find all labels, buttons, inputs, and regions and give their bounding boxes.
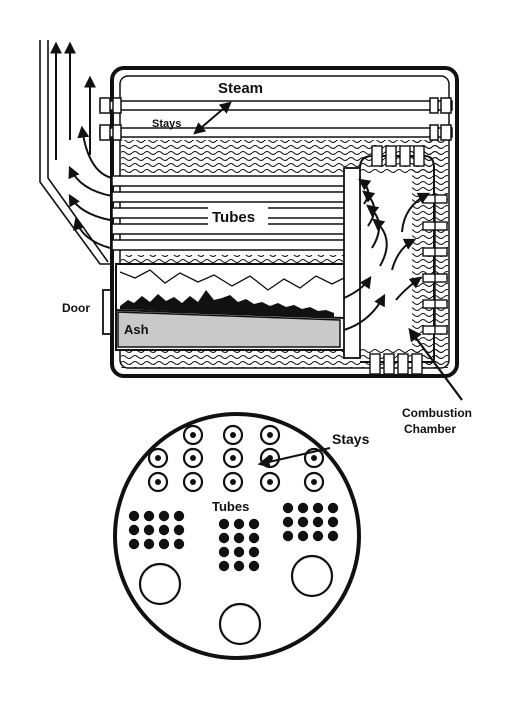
tube-dot-icon bbox=[173, 510, 185, 522]
stay-center-dot bbox=[267, 479, 273, 485]
tube-dot-icon bbox=[248, 560, 260, 572]
stay-center-dot bbox=[190, 479, 196, 485]
tube-dot-icon bbox=[218, 532, 230, 544]
gas-flow-arrows bbox=[50, 41, 431, 331]
stay-center-dot bbox=[230, 432, 236, 438]
tube-dot-icon bbox=[248, 546, 260, 558]
water-mid bbox=[121, 255, 351, 263]
stay-rods bbox=[99, 97, 453, 141]
label-ash: Ash bbox=[124, 322, 149, 337]
tube-dot-icon bbox=[312, 516, 324, 528]
label-stays-end: Stays bbox=[332, 431, 370, 447]
tube-dot-icon bbox=[233, 518, 245, 530]
chimney bbox=[39, 40, 112, 265]
tube-dot-icon bbox=[158, 524, 170, 536]
label-combustion: Combustion bbox=[402, 406, 472, 420]
tube-dot-icon bbox=[312, 502, 324, 514]
tube-dot-icon bbox=[233, 532, 245, 544]
tube-dot-icon bbox=[327, 516, 339, 528]
stay-center-dot bbox=[267, 455, 273, 461]
tube-dot-icon bbox=[173, 524, 185, 536]
tube-dot-icon bbox=[233, 560, 245, 572]
tube-dot-icon bbox=[312, 530, 324, 542]
grate bbox=[115, 309, 345, 319]
tube-dot-icon bbox=[327, 530, 339, 542]
boiler-side-section: Steam Stays Tubes Door Ash Combustion Ch… bbox=[39, 40, 472, 436]
label-chamber: Chamber bbox=[404, 422, 456, 436]
tube-dot-icon bbox=[143, 510, 155, 522]
tube-plate bbox=[343, 167, 361, 359]
label-door: Door bbox=[62, 301, 90, 315]
label-tubes-side: Tubes bbox=[212, 209, 255, 226]
combustion-pointer-arrow bbox=[408, 327, 463, 401]
tube-dot-icon bbox=[297, 502, 309, 514]
stay-center-dot bbox=[311, 455, 317, 461]
burning-coal bbox=[120, 290, 334, 318]
tube-dot-icon bbox=[282, 502, 294, 514]
tube-dot-icon bbox=[233, 546, 245, 558]
stay-center-dot bbox=[190, 432, 196, 438]
stays-pointer-arrow bbox=[193, 101, 232, 135]
tube-dot-icon bbox=[128, 538, 140, 550]
tube-dot-icon bbox=[173, 538, 185, 550]
stay-center-dot bbox=[230, 479, 236, 485]
tube-dot-icon bbox=[297, 530, 309, 542]
tube-dot-icon bbox=[128, 524, 140, 536]
stay-center-dot bbox=[267, 432, 273, 438]
combustion-top-stays bbox=[371, 145, 425, 167]
tube-dot-icon bbox=[327, 502, 339, 514]
combustion-chamber-wall bbox=[359, 155, 435, 363]
tube-dot-icon bbox=[297, 516, 309, 528]
stay-center-dot bbox=[230, 455, 236, 461]
stays-end-pointer-arrow bbox=[257, 447, 331, 468]
furnace-opening bbox=[290, 554, 334, 598]
ash-layer bbox=[117, 311, 341, 348]
tube-dot-icon bbox=[143, 524, 155, 536]
label-tubes-end: Tubes bbox=[212, 499, 249, 514]
tube-dot-icon bbox=[218, 546, 230, 558]
tube-dot-icon bbox=[128, 510, 140, 522]
furnace-opening bbox=[218, 602, 262, 646]
stay-center-dot bbox=[311, 479, 317, 485]
label-stays-side: Stays bbox=[152, 118, 181, 130]
combustion-side-stays bbox=[422, 194, 448, 335]
tube-dot-icon bbox=[218, 518, 230, 530]
stay-center-dot bbox=[190, 455, 196, 461]
tube-dot-icon bbox=[248, 518, 260, 530]
tube-dot-icon bbox=[218, 560, 230, 572]
stay-center-dot bbox=[155, 455, 161, 461]
label-steam: Steam bbox=[218, 80, 263, 97]
tube-dot-icon bbox=[158, 538, 170, 550]
furnace-opening bbox=[138, 562, 182, 606]
combustion-bottom-stays bbox=[369, 353, 423, 375]
tube-dot-icon bbox=[143, 538, 155, 550]
tube-dot-icon bbox=[158, 510, 170, 522]
tube-dot-icon bbox=[282, 530, 294, 542]
stay-center-dot bbox=[155, 479, 161, 485]
tube-dot-icon bbox=[282, 516, 294, 528]
flame-line bbox=[119, 269, 345, 291]
door bbox=[102, 289, 112, 335]
tube-dot-icon bbox=[248, 532, 260, 544]
boiler-end-view: Stays Tubes bbox=[113, 412, 370, 660]
